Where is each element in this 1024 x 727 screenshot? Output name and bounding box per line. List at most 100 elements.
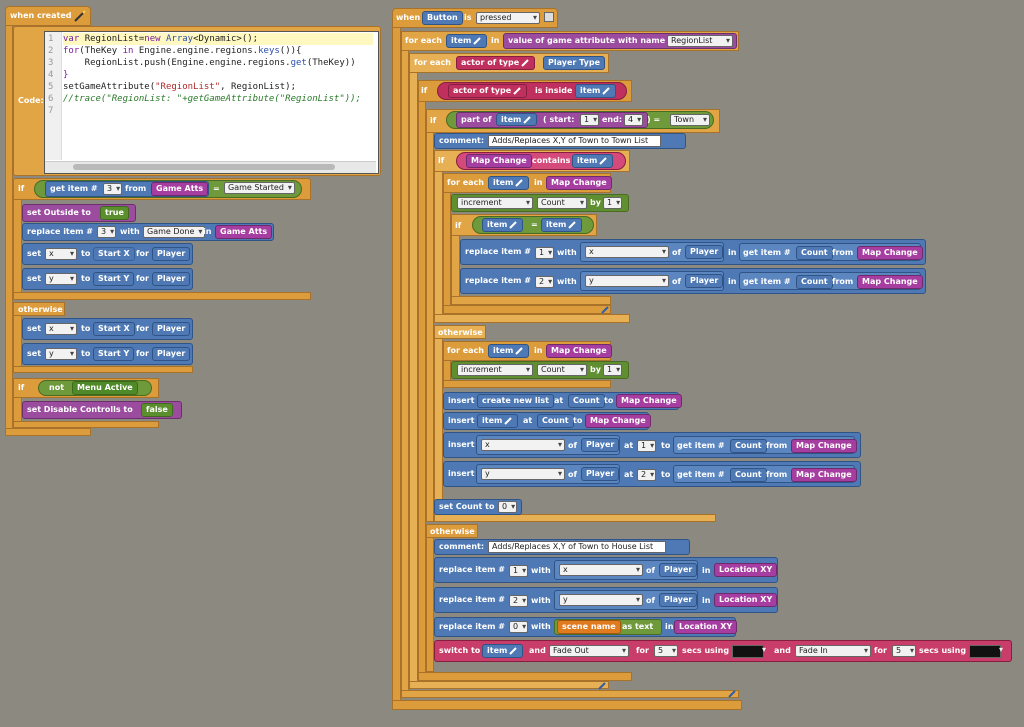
map-change-tag[interactable]: Map Change (616, 394, 682, 408)
player-tag[interactable]: Player (685, 245, 724, 259)
player-tag[interactable]: Player (685, 274, 724, 288)
count-tag[interactable]: Count (730, 468, 767, 482)
otherwise-block[interactable] (426, 524, 478, 538)
map-change-tag[interactable]: Map Change (857, 246, 923, 260)
menu-active-tag[interactable]: Menu Active (72, 381, 138, 395)
item-tag[interactable]: item (575, 84, 617, 98)
count-select[interactable]: Count (537, 364, 587, 376)
y-select[interactable]: y (45, 348, 77, 360)
town-select[interactable]: Town (670, 114, 710, 126)
x-select[interactable]: x (481, 439, 565, 451)
player-tag[interactable]: Player (581, 467, 620, 481)
location-xy-tag[interactable]: Location XY (714, 593, 778, 607)
player-tag[interactable]: Player (152, 272, 191, 286)
start-x-tag[interactable]: Start X (93, 322, 135, 336)
scrollbar-thumb[interactable] (73, 164, 335, 170)
count-tag[interactable]: Count (730, 439, 767, 453)
replace-index[interactable]: 1 (535, 247, 555, 259)
comment-text[interactable]: Adds/Replaces X,Y of Town to Town List (488, 135, 662, 147)
secs-input[interactable]: 5 (892, 645, 916, 657)
item-tag[interactable]: item (477, 414, 519, 428)
y-select[interactable]: y (585, 275, 669, 287)
start-x-tag[interactable]: Start X (93, 247, 135, 261)
map-change-tag[interactable]: Map Change (857, 275, 923, 289)
by-input[interactable]: 1 (603, 364, 623, 376)
game-atts-tag[interactable]: Game Atts (215, 225, 273, 239)
player-tag[interactable]: Player (152, 347, 191, 361)
player-tag[interactable]: Player (581, 438, 620, 452)
count-tag[interactable]: Count (568, 394, 605, 408)
true-tag[interactable]: true (100, 206, 129, 220)
replace-index[interactable]: 0 (509, 621, 529, 633)
count-tag[interactable]: Count (796, 275, 833, 289)
replace-index[interactable]: 1 (509, 565, 529, 577)
at-index[interactable]: 2 (637, 469, 657, 481)
end-input[interactable]: 4 (624, 114, 644, 126)
replace-index[interactable]: 3 (97, 226, 117, 238)
y-select[interactable]: y (559, 594, 643, 606)
item-tag[interactable]: item (488, 344, 530, 358)
at-index[interactable]: 1 (637, 440, 657, 452)
start-y-tag[interactable]: Start Y (93, 347, 135, 361)
game-done-select[interactable]: Game Done (143, 226, 206, 238)
create-new-list-tag[interactable]: create new list (477, 394, 554, 408)
item-tag[interactable]: item (541, 218, 583, 232)
item-index[interactable]: 3 (103, 183, 123, 195)
item-tag[interactable]: item (496, 113, 538, 126)
map-change-tag[interactable]: Map Change (791, 439, 857, 453)
count-tag[interactable]: Count (537, 414, 574, 428)
x-select[interactable]: x (45, 323, 77, 335)
code-scrollbar[interactable] (45, 161, 376, 173)
comment-text[interactable]: Adds/Replaces X,Y of Town to House List (488, 541, 667, 553)
map-change-tag[interactable]: Map Change (466, 154, 532, 168)
map-change-tag[interactable]: Map Change (546, 176, 612, 190)
count-tag[interactable]: Count (796, 246, 833, 260)
game-started-select[interactable]: Game Started (224, 182, 295, 194)
replace-index[interactable]: 2 (535, 276, 555, 288)
button-tag[interactable]: Button (422, 11, 463, 25)
color-swatch[interactable] (732, 645, 764, 658)
player-tag[interactable]: Player (659, 563, 698, 577)
actor-of-type-tag[interactable]: actor of type (456, 56, 536, 70)
set-count-input[interactable]: 0 (498, 501, 518, 513)
secs-input[interactable]: 5 (654, 645, 678, 657)
item-tag[interactable]: item (572, 154, 614, 168)
player-type-tag[interactable]: Player Type (543, 56, 606, 70)
item-tag[interactable]: item (482, 218, 524, 232)
location-xy-tag[interactable]: Location XY (674, 620, 738, 634)
replace-index[interactable]: 2 (509, 595, 529, 607)
fade-out-select[interactable]: Fade Out (549, 645, 629, 657)
count-select[interactable]: Count (537, 197, 587, 209)
y-select[interactable]: y (481, 468, 565, 480)
scene-name-tag[interactable]: scene name (557, 620, 621, 634)
y-select[interactable]: y (45, 273, 77, 285)
color-swatch[interactable] (969, 645, 1001, 658)
x-select[interactable]: x (45, 248, 77, 260)
player-tag[interactable]: Player (659, 593, 698, 607)
game-atts-tag[interactable]: Game Atts (151, 182, 209, 196)
map-change-tag[interactable]: Map Change (585, 414, 651, 428)
otherwise-block[interactable] (13, 302, 65, 316)
actor-of-type-tag[interactable]: actor of type (448, 84, 528, 98)
start-input[interactable]: 1 (580, 114, 600, 126)
item-tag[interactable]: item (482, 644, 524, 658)
player-tag[interactable]: Player (152, 247, 191, 261)
region-list-select[interactable]: RegionList (667, 35, 733, 47)
when-created-event[interactable] (5, 6, 91, 26)
map-change-tag[interactable]: Map Change (791, 468, 857, 482)
checkbox-icon[interactable] (544, 12, 554, 22)
false-tag[interactable]: false (141, 403, 173, 417)
increment-select[interactable]: increment (457, 364, 533, 376)
pressed-select[interactable]: pressed (476, 12, 540, 24)
code-editor[interactable]: 1 2 3 4 5 6 7 var RegionList=new Array<D… (44, 31, 379, 174)
fade-in-select[interactable]: Fade In (795, 645, 871, 657)
item-tag[interactable]: item (446, 34, 488, 48)
map-change-tag[interactable]: Map Change (546, 344, 612, 358)
x-select[interactable]: x (559, 564, 643, 576)
otherwise-block[interactable] (434, 325, 486, 339)
start-y-tag[interactable]: Start Y (93, 272, 135, 286)
x-select[interactable]: x (585, 246, 669, 258)
by-input[interactable]: 1 (603, 197, 623, 209)
item-tag[interactable]: item (488, 176, 530, 190)
location-xy-tag[interactable]: Location XY (714, 563, 778, 577)
